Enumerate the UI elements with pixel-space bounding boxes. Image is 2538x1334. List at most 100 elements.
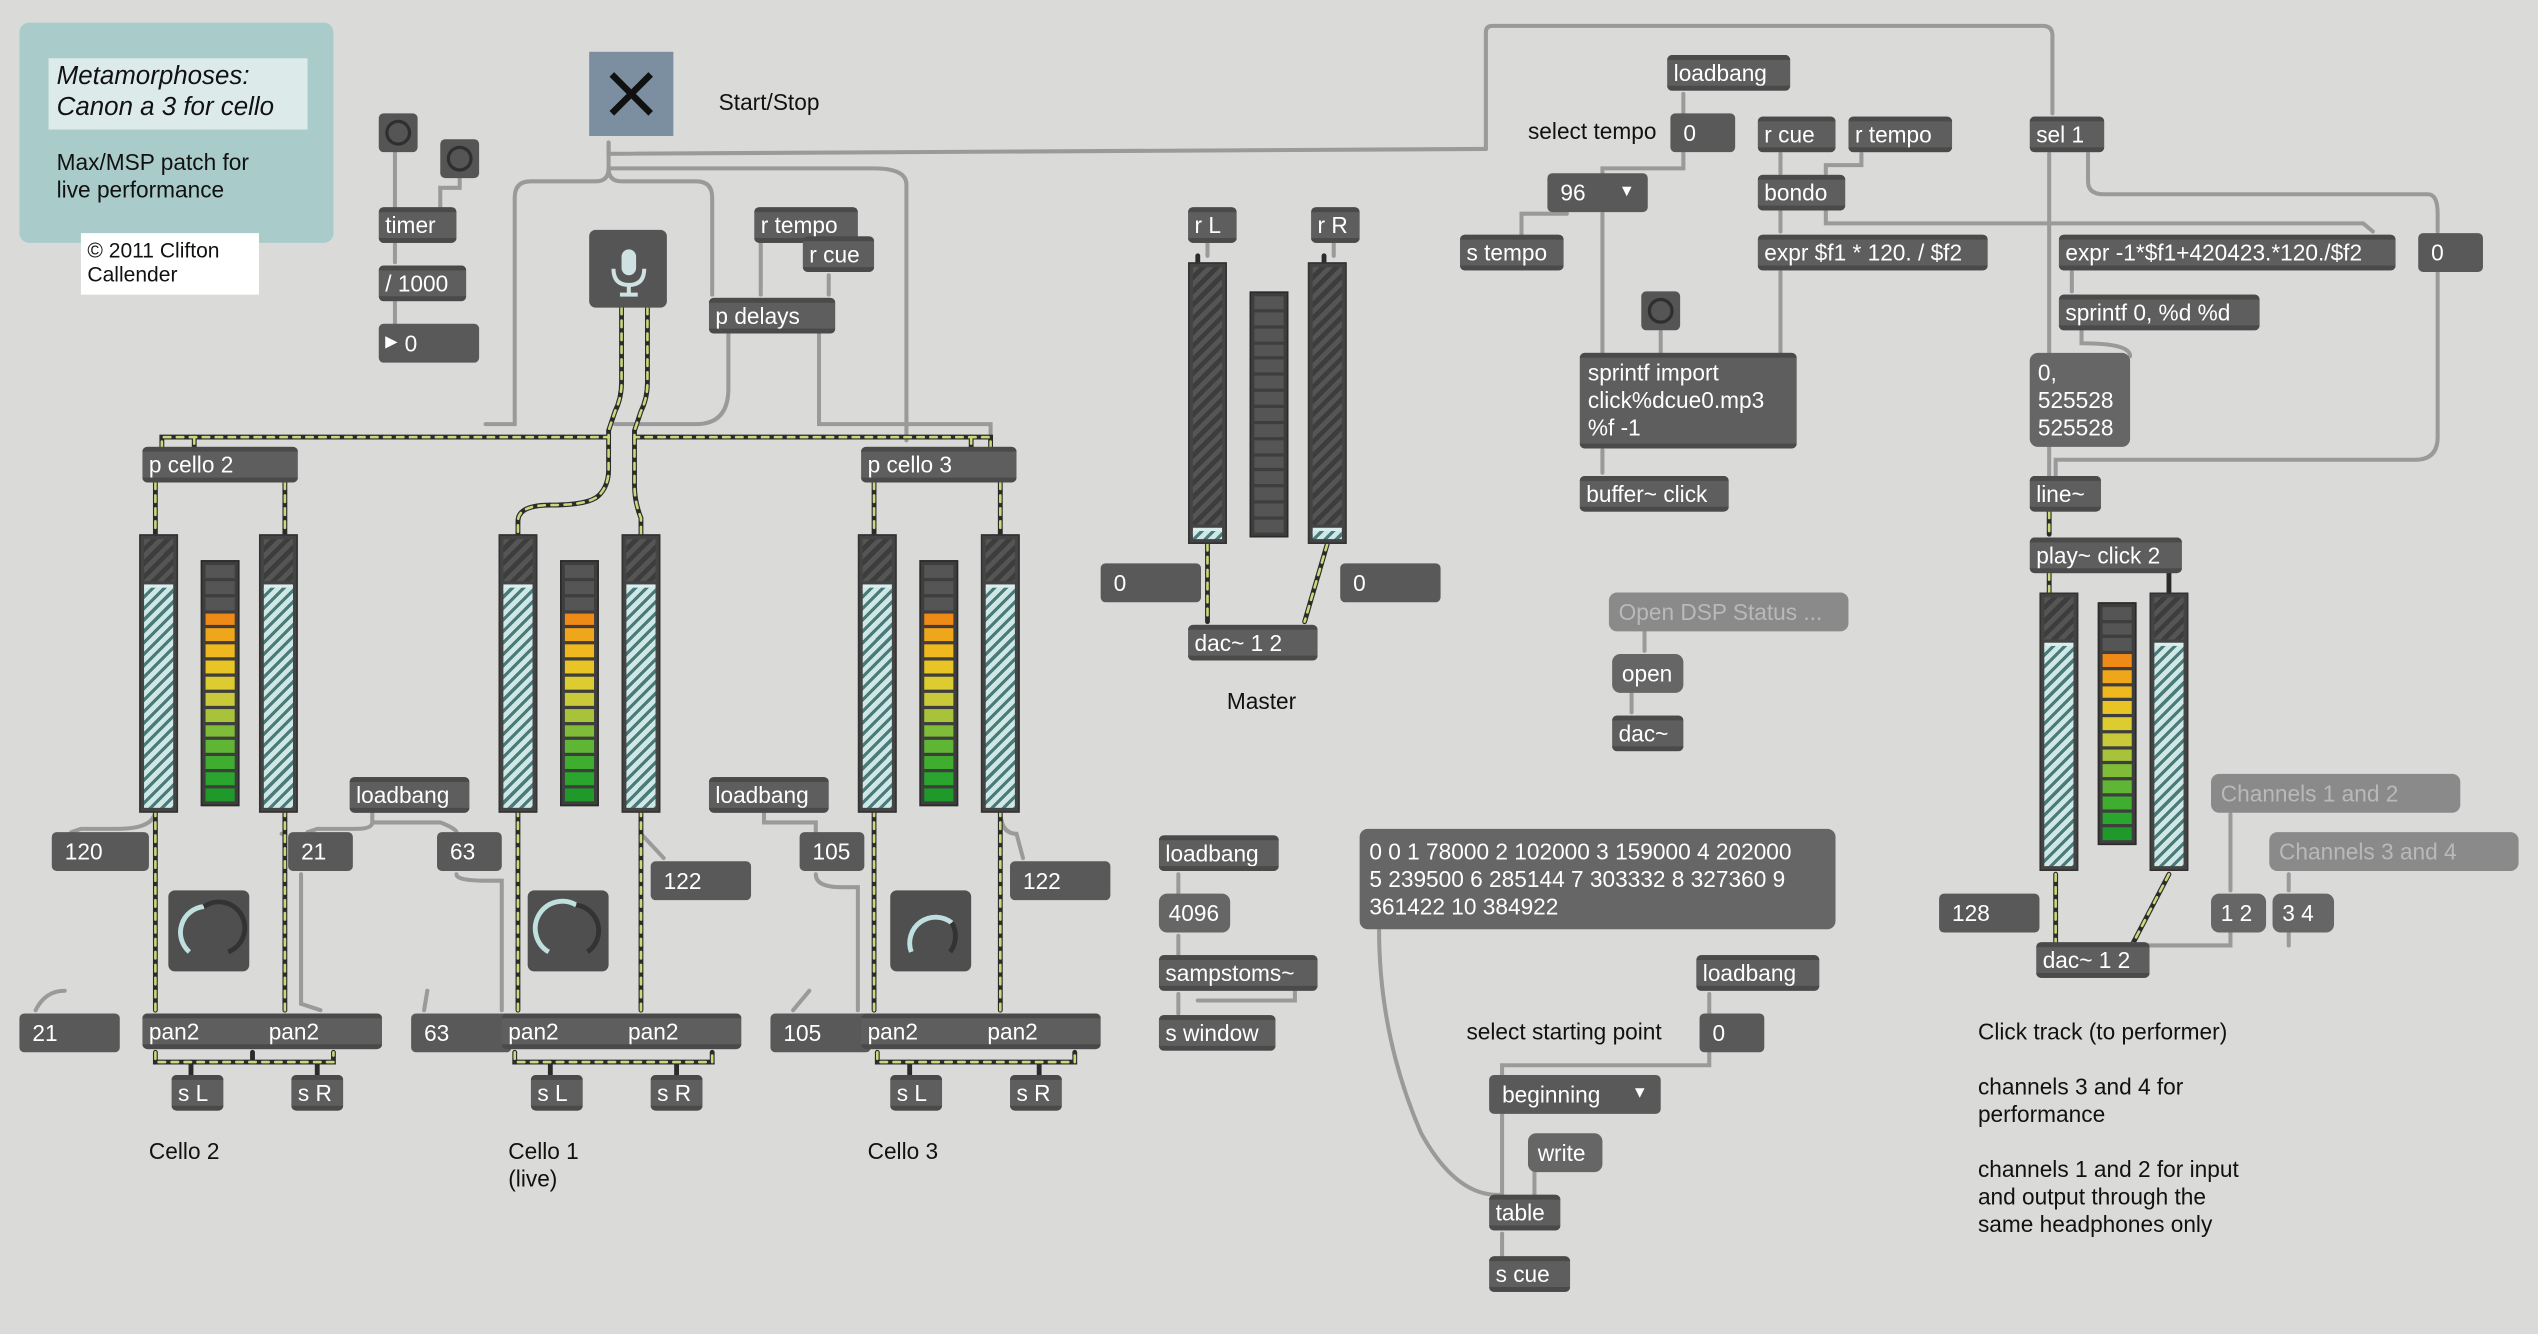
click-fader-left[interactable]: [2039, 592, 2079, 871]
select-starting-point-label: select starting point: [1466, 1018, 1662, 1045]
r-right-object[interactable]: r R: [1311, 207, 1360, 243]
cello2-pan-display[interactable]: 21: [19, 1013, 120, 1053]
cello3-gain-number[interactable]: 122: [1010, 861, 1111, 901]
write-message[interactable]: write: [1527, 1133, 1603, 1173]
timer-start-button[interactable]: [378, 113, 418, 153]
meter-segment: [564, 596, 595, 610]
cello2-pan2-object[interactable]: pan2 pan2: [142, 1013, 382, 1050]
meter-segment: [2102, 796, 2132, 809]
master-dac-object[interactable]: dac~ 1 2: [1188, 624, 1318, 661]
timer-stop-button[interactable]: [440, 139, 480, 179]
cello2-send-left[interactable]: s L: [171, 1074, 224, 1111]
line-values-message[interactable]: 0, 525528 525528: [2029, 352, 2131, 447]
cello3-send-left[interactable]: s L: [890, 1074, 943, 1111]
r-left-object[interactable]: r L: [1188, 207, 1237, 243]
cello3-pan-dial[interactable]: [890, 890, 972, 972]
cello1-gain-fader-right[interactable]: [621, 534, 661, 813]
cello2-pan-dial[interactable]: [168, 890, 250, 972]
r-cue-object-2[interactable]: r cue: [1757, 116, 1836, 153]
divide-object[interactable]: / 1000: [378, 265, 467, 302]
r-cue-object[interactable]: r cue: [802, 236, 875, 272]
cello1-send-right[interactable]: s R: [650, 1074, 703, 1111]
cello1-gain-number[interactable]: 122: [650, 861, 752, 901]
cello3-gain-fader-left[interactable]: [857, 534, 897, 813]
timer-object[interactable]: timer: [378, 207, 457, 243]
sprintf-click-object[interactable]: sprintf 0, %d %d: [2058, 294, 2260, 331]
cello1-gain-fader-left[interactable]: [498, 534, 538, 813]
cello2-pan-number[interactable]: 21: [288, 832, 353, 871]
click-gain-number[interactable]: 128: [1939, 893, 2040, 933]
sel-1-object[interactable]: sel 1: [2029, 116, 2105, 153]
start-point-menu[interactable]: beginning: [1489, 1074, 1661, 1114]
cello2-gain-fader-left[interactable]: [139, 534, 179, 813]
cello2-send-right[interactable]: s R: [291, 1074, 344, 1111]
meter-segment: [205, 708, 235, 722]
r-tempo-object-2[interactable]: r tempo: [1848, 116, 1953, 153]
dsp-dac-object[interactable]: dac~: [1612, 715, 1684, 752]
master-left-number[interactable]: 0: [1100, 563, 1202, 603]
channels-3-4-message[interactable]: Channels 3 and 4: [2269, 832, 2519, 871]
cello1-send-left[interactable]: s L: [530, 1074, 583, 1111]
sprintf-bang-button[interactable]: [1641, 291, 1681, 331]
cello1-pan-dial[interactable]: [527, 890, 609, 972]
adc-button[interactable]: [589, 229, 667, 308]
p-delays-object[interactable]: p delays: [708, 297, 836, 334]
s-cue-object[interactable]: s cue: [1489, 1256, 1571, 1292]
cello1-pan2-object[interactable]: pan2 pan2: [501, 1013, 742, 1050]
master-fader-left[interactable]: [1188, 262, 1227, 544]
p-cello-3-object[interactable]: p cello 3: [861, 446, 1017, 483]
sampstoms-object[interactable]: sampstoms~: [1158, 955, 1318, 991]
channels-12-message[interactable]: 1 2: [2211, 893, 2267, 933]
meter-segment: [2102, 701, 2132, 715]
open-message[interactable]: open: [1612, 654, 1684, 693]
cello3-loadbang-object[interactable]: loadbang: [708, 777, 829, 813]
tempo-loadbang-object[interactable]: loadbang: [1667, 55, 1791, 91]
master-right-number[interactable]: 0: [1340, 563, 1441, 603]
master-level-meter: [1249, 291, 1289, 538]
cello1-pan-number[interactable]: 63: [437, 832, 502, 871]
cello3-send-right[interactable]: s R: [1010, 1074, 1062, 1111]
buffer-click-object[interactable]: buffer~ click: [1579, 475, 1729, 512]
play-click-object[interactable]: play~ click 2: [2029, 537, 2182, 574]
cello1-pan-display[interactable]: 63: [411, 1013, 512, 1053]
channels-34-message[interactable]: 3 4: [2272, 893, 2335, 933]
click-fader-right[interactable]: [2149, 592, 2189, 871]
start-stop-toggle[interactable]: [589, 51, 674, 136]
cello3-pan-display[interactable]: 105: [770, 1013, 871, 1053]
sprintf-import-object[interactable]: sprintf import click%dcue0.mp3 %f -1: [1579, 352, 1797, 449]
cello3-gain-fader-right[interactable]: [980, 534, 1020, 813]
cue-list-message[interactable]: 0 0 1 78000 2 102000 3 159000 4 202000 5…: [1359, 828, 1836, 930]
table-object[interactable]: table: [1489, 1194, 1561, 1231]
meter-segment: [564, 740, 595, 754]
elapsed-number[interactable]: ▶ 0: [378, 323, 480, 363]
cello3-pan-number[interactable]: 105: [799, 832, 865, 871]
master-fader-right[interactable]: [1307, 262, 1347, 544]
s-tempo-object[interactable]: s tempo: [1459, 234, 1564, 271]
cello2-gain-number[interactable]: 120: [51, 832, 149, 871]
p-cello-2-object[interactable]: p cello 2: [142, 446, 298, 483]
cue-loadbang-object[interactable]: loadbang: [1696, 955, 1820, 991]
pan2-label: pan2: [508, 1018, 559, 1045]
tempo-menu[interactable]: 96: [1547, 173, 1648, 213]
dial-arc-icon: [532, 898, 602, 955]
cello3-pan2-object[interactable]: pan2 pan2: [861, 1013, 1101, 1050]
expr-tempo-object[interactable]: expr $f1 * 120. / $f2: [1757, 234, 1988, 271]
meter-segment: [924, 628, 954, 642]
window-size-message[interactable]: 4096: [1158, 893, 1231, 933]
cello2-gain-fader-right[interactable]: [258, 534, 298, 813]
tempo-number[interactable]: 0: [1670, 113, 1736, 153]
fader-track: [503, 539, 533, 582]
channels-1-2-message[interactable]: Channels 1 and 2: [2211, 773, 2461, 813]
start-point-number[interactable]: 0: [1699, 1013, 1765, 1053]
click-zero-number[interactable]: 0: [2418, 233, 2483, 272]
s-window-object[interactable]: s window: [1158, 1015, 1276, 1051]
meter-segment: [1254, 376, 1284, 389]
meter-segment: [1254, 487, 1284, 501]
bondo-object[interactable]: bondo: [1757, 174, 1846, 211]
cello2-loadbang-object[interactable]: loadbang: [349, 777, 470, 813]
expr-click-object[interactable]: expr -1*$f1+420423.*120./$f2: [2058, 234, 2396, 271]
line-object[interactable]: line~: [2029, 475, 2101, 512]
open-dsp-status-message[interactable]: Open DSP Status ...: [1608, 592, 1849, 632]
window-loadbang-object[interactable]: loadbang: [1158, 835, 1279, 871]
click-dac-object[interactable]: dac~ 1 2: [2036, 942, 2150, 978]
